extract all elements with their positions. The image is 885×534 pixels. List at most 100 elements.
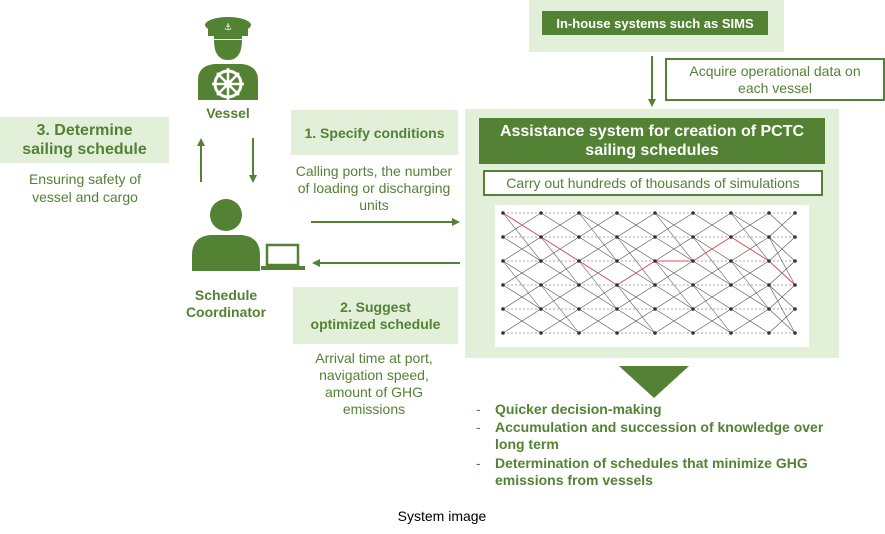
graph-node — [729, 211, 733, 215]
graph-edge — [616, 284, 656, 334]
graph-edge — [768, 284, 796, 310]
graph-edge — [540, 308, 580, 334]
laptop-icon — [261, 243, 305, 270]
graph-edge — [692, 236, 732, 262]
graph-edge — [692, 236, 732, 286]
graph-node — [729, 283, 733, 287]
graph-node — [729, 331, 733, 335]
inhouse-systems-label: In-house systems such as SIMS — [542, 11, 768, 35]
graph-edge — [616, 260, 656, 286]
graph-edge — [730, 236, 770, 262]
graph-node — [767, 211, 771, 215]
graph-node — [615, 211, 619, 215]
graph-edge — [540, 212, 580, 238]
graph-edge — [730, 212, 770, 262]
specify-arrowhead — [452, 218, 460, 226]
specify-conditions-title: 1. Specify conditions — [291, 110, 458, 155]
graph-node — [501, 259, 505, 263]
graph-node — [615, 331, 619, 335]
to-coordinator-arrowhead — [249, 175, 257, 183]
graph-edge — [654, 236, 694, 262]
graph-edge — [540, 260, 580, 286]
graph-node — [653, 235, 657, 239]
graph-edge — [502, 212, 542, 262]
coordinator-label: Schedule Coordinator — [185, 287, 267, 320]
graph-node — [539, 307, 543, 311]
graph-edge — [540, 236, 580, 262]
graph-edge — [502, 236, 542, 262]
graph-node — [729, 235, 733, 239]
graph-edge — [540, 236, 580, 286]
graph-node — [767, 259, 771, 263]
assistance-system-title: Assistance system for creation of PCTC s… — [479, 118, 825, 164]
graph-edge — [578, 236, 618, 262]
graph-node — [691, 307, 695, 311]
graph-node — [767, 283, 771, 287]
graph-edge — [692, 260, 732, 286]
graph-edge — [654, 284, 694, 310]
graph-edge — [540, 284, 580, 310]
graph-edge — [616, 212, 656, 238]
suggest-schedule-title: 2. Suggest optimized schedule — [293, 287, 458, 344]
graph-edge — [692, 212, 732, 238]
graph-node — [793, 235, 797, 239]
graph-edge — [730, 212, 770, 238]
graph-node — [729, 259, 733, 263]
graph-edge — [730, 308, 770, 334]
graph-edge — [654, 212, 694, 238]
result-arrow-down — [619, 366, 689, 398]
outcome-dash: - — [476, 419, 481, 435]
graph-edge — [730, 260, 770, 310]
graph-node — [577, 211, 581, 215]
determine-schedule-detail: Ensuring safety of vessel and cargo — [28, 171, 142, 205]
graph-node — [539, 211, 543, 215]
inhouse-systems-panel: In-house systems such as SIMS — [529, 0, 784, 52]
graph-node — [767, 307, 771, 311]
graph-node — [691, 211, 695, 215]
acquire-data-note: Acquire operational data on each vessel — [665, 58, 885, 101]
graph-node — [653, 331, 657, 335]
graph-edge — [502, 260, 542, 286]
to-coordinator-arrow — [252, 138, 254, 176]
outcome-text: Quicker decision-making — [495, 401, 662, 417]
graph-node — [539, 259, 543, 263]
graph-node — [539, 283, 543, 287]
data-flow-arrowhead — [648, 99, 656, 107]
graph-edge — [768, 308, 796, 334]
coordinator-person-icon — [192, 199, 260, 271]
graph-node — [653, 211, 657, 215]
graph-node — [539, 331, 543, 335]
outcome-dash: - — [476, 401, 481, 417]
svg-text:⚓: ⚓ — [224, 23, 232, 33]
outcome-dash: - — [476, 455, 481, 471]
graph-node — [653, 307, 657, 311]
graph-node — [615, 307, 619, 311]
graph-node — [501, 283, 505, 287]
vessel-label: Vessel — [206, 105, 250, 121]
suggest-schedule-detail: Arrival time at port, navigation speed, … — [315, 350, 433, 417]
graph-edge — [578, 212, 618, 262]
graph-edge — [578, 260, 618, 310]
graph-edge — [502, 260, 542, 310]
graph-node — [793, 211, 797, 215]
suggest-arrow — [320, 262, 460, 264]
graph-node — [793, 307, 797, 311]
graph-edge — [768, 260, 796, 286]
data-flow-arrow-down — [651, 56, 653, 100]
captain-person-icon: ⚓ — [198, 17, 258, 100]
graph-edge — [730, 284, 770, 310]
graph-edge — [502, 212, 542, 238]
graph-node — [577, 307, 581, 311]
graph-edge — [692, 284, 732, 334]
graph-edge — [616, 236, 656, 262]
graph-edge — [578, 308, 618, 334]
specify-arrow — [311, 221, 453, 223]
outcome-text: Determination of schedules that minimize… — [495, 455, 808, 488]
graph-node — [615, 235, 619, 239]
graph-edge — [502, 284, 542, 310]
to-vessel-arrowhead — [197, 138, 205, 146]
graph-edge — [768, 212, 796, 238]
graph-node — [691, 331, 695, 335]
graph-edge — [768, 236, 796, 262]
graph-node — [793, 283, 797, 287]
